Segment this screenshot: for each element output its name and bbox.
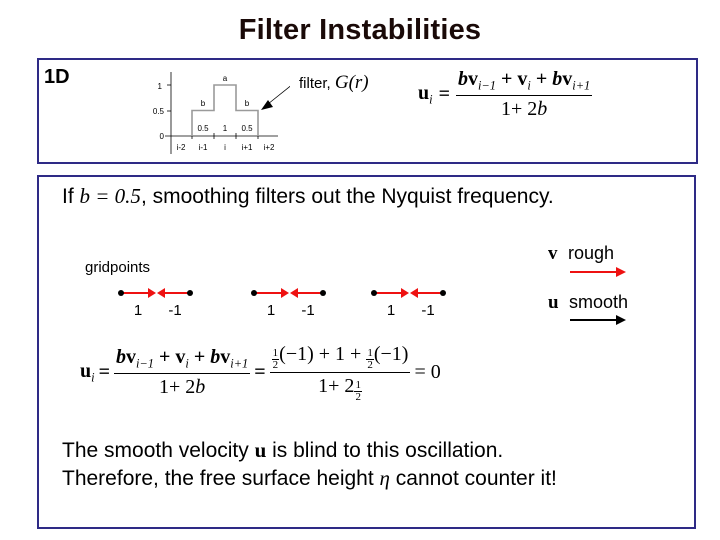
legend-label-rough: rough [567,243,614,263]
legend-rough: v rough [548,243,614,265]
legend-smooth-arrow [570,315,626,325]
annotation-arrowhead-icon [261,100,273,110]
coefficient-label-b: b [245,99,250,108]
velocity-value: -1 [301,302,314,319]
velocity-value: -1 [168,302,181,319]
legend-label-smooth: smooth [569,292,629,312]
arrowhead-left-icon [157,288,165,298]
coefficient-label-a: a [223,74,228,83]
filter-plot: 1 0.5 0 i-2 i-1 i i+1 i+2 0.5 1 0.5 b a … [153,72,290,154]
arrowhead-left-icon [290,288,298,298]
velocity-value: 1 [134,302,142,319]
gridpoint-dot [371,290,377,296]
gridpoint-dot [320,290,326,296]
weight-label: 0.5 [241,124,253,133]
arrowhead-right-icon [281,288,289,298]
gridpoints-diagram: 1 -1 1 -1 1 -1 [118,288,446,319]
y-tick-label: 0.5 [153,107,165,116]
filter-annotation: filter, G(r) [299,72,369,94]
u-symbol: u [254,438,267,462]
gridpoint-dot [187,290,193,296]
surface-height-statement: Therefore, the free surface height η can… [62,466,557,491]
eta-symbol: η [379,466,390,490]
equals-sign: = [438,83,450,106]
x-label: i-1 [199,143,208,152]
x-label: i+1 [242,143,253,152]
statement-prefix: If [62,185,80,208]
equation-fraction: bvi−1 + vi + bvi+1 1+ 2b [455,68,593,121]
general-fraction: bvi−1 + vi + bvi+1 1+ 2b [113,346,251,399]
fraction-denominator: 1+ 2b [158,376,206,399]
y-tick-label: 1 [158,82,163,91]
arrowhead-left-icon [410,288,418,298]
filter-step-line [191,84,259,136]
gridpoint-group: 1 -1 [118,288,193,319]
nyquist-statement: If b = 0.5, smoothing filters out the Ny… [62,184,554,209]
b-value-math: b = 0.5 [79,184,141,208]
equals-sign: = [98,361,110,384]
legend-symbol-v: v [548,243,558,264]
weight-label: 1 [223,124,228,133]
fraction-denominator: 1+ 2b [500,98,548,121]
velocity-value: 1 [387,302,395,319]
filter-equation: ui = bvi−1 + vi + bvi+1 1+ 2b [418,68,593,121]
gridpoint-dot [118,290,124,296]
arrowhead-right-icon [148,288,156,298]
filter-symbol: G(r) [334,72,369,93]
arrowhead-right-icon [616,267,626,277]
statement-prefix: Therefore, the free surface height [62,467,380,490]
fraction-numerator: bvi−1 + vi + bvi+1 [113,346,251,375]
filter-annotation-text: filter, [299,75,335,92]
blind-statement: The smooth velocity u is blind to this o… [62,438,503,463]
y-tick-label: 0 [160,132,165,141]
bottom-panel [37,175,696,529]
x-label: i [224,143,226,152]
equals-sign: = [254,361,266,384]
velocity-value: 1 [267,302,275,319]
statement-suffix: cannot counter it! [389,467,557,490]
arrowhead-right-icon [616,315,626,325]
gridpoint-group: 1 -1 [371,288,446,319]
statement-prefix: The smooth velocity [62,439,255,462]
equation-lhs: ui [418,82,433,107]
velocity-value: -1 [421,302,434,319]
weight-label: 0.5 [197,124,209,133]
coefficient-label-b: b [201,99,206,108]
statement-suffix: is blind to this oscillation. [266,439,504,462]
x-label: i+2 [264,143,275,152]
legend-rough-arrow [570,267,626,277]
gridpoint-group: 1 -1 [251,288,326,319]
annotation-line [267,85,290,105]
x-label: i-2 [177,143,186,152]
gridpoint-dot [251,290,257,296]
statement-suffix: , smoothing filters out the Nyquist freq… [140,185,554,208]
arrowhead-right-icon [401,288,409,298]
fraction-numerator: bvi−1 + vi + bvi+1 [455,68,593,97]
equation-result: = 0 [414,361,441,384]
equation-lhs: ui [80,359,95,385]
legend-symbol-u: u [548,292,559,313]
legend-smooth: u smooth [548,292,628,314]
slide-title: Filter Instabilities [238,14,482,46]
panel-label-1d: 1D [44,66,70,88]
gridpoint-dot [440,290,446,296]
gridpoints-label: gridpoints [85,259,151,276]
top-panel [37,58,698,164]
